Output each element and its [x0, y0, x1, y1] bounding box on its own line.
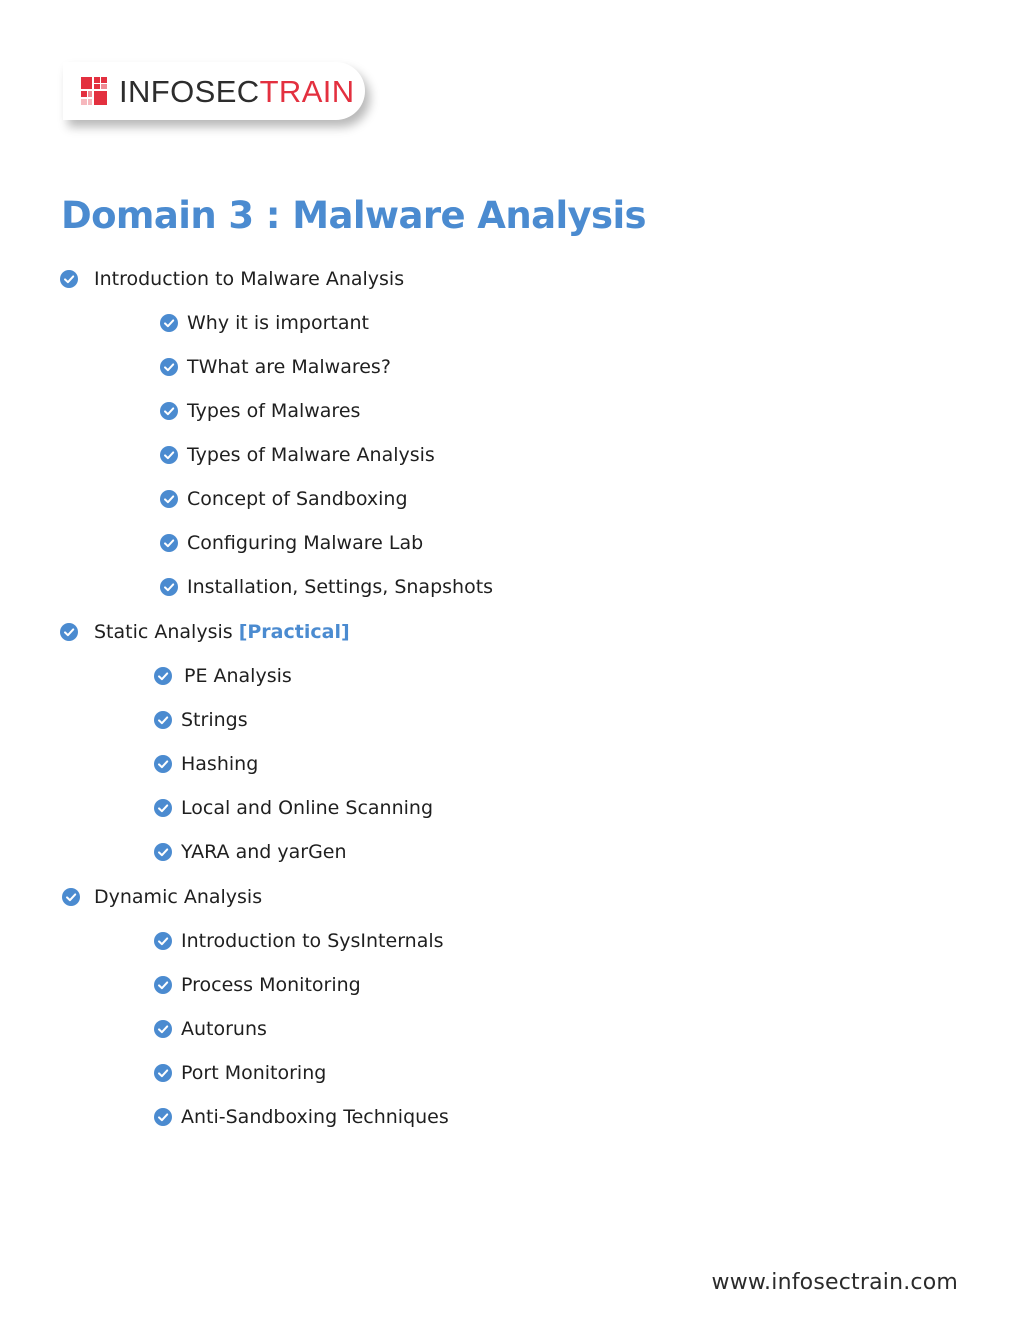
sub-item-label: Types of Malware Analysis [187, 444, 435, 466]
check-circle-icon [154, 711, 172, 729]
practical-tag: [Practical] [238, 621, 350, 643]
sub-item: Types of Malwares [160, 398, 360, 424]
sub-item: PE Analysis [154, 663, 292, 689]
sub-item-label: Types of Malwares [187, 400, 361, 422]
sub-item-label: Hashing [181, 753, 259, 775]
check-circle-icon [154, 667, 172, 685]
brand-name-part1: INFOSEC [119, 74, 260, 109]
check-circle-icon [60, 270, 78, 288]
sub-item: TWhat are Malwares? [160, 354, 391, 380]
brand-logo: INFOSECTRAIN [63, 62, 365, 120]
website-link[interactable]: www.infosectrain.com [711, 1270, 958, 1295]
section-item: Static Analysis [Practical] [60, 619, 350, 645]
check-circle-icon [154, 1108, 172, 1126]
sub-item-label: Autoruns [181, 1018, 267, 1040]
check-circle-icon [154, 1064, 172, 1082]
check-circle-icon [160, 578, 178, 596]
sub-item: Concept of Sandboxing [160, 486, 408, 512]
sub-item-label: TWhat are Malwares? [187, 356, 391, 378]
check-circle-icon [62, 888, 80, 906]
sub-item-label: Anti-Sandboxing Techniques [181, 1106, 449, 1128]
sub-item: Configuring Malware Lab [160, 530, 423, 556]
page-title: Domain 3 : Malware Analysis [61, 194, 647, 237]
sub-item: Installation, Settings, Snapshots [160, 574, 493, 600]
section-label: Introduction to Malware Analysis [94, 268, 405, 290]
sub-item-label: Concept of Sandboxing [187, 488, 408, 510]
sub-item: Autoruns [154, 1016, 267, 1042]
sub-item: Strings [154, 707, 248, 733]
check-circle-icon [160, 358, 178, 376]
sub-item-label: Configuring Malware Lab [187, 532, 424, 554]
check-circle-icon [154, 932, 172, 950]
section-label: Dynamic Analysis [94, 886, 263, 908]
sub-item: Types of Malware Analysis [160, 442, 435, 468]
sub-item-label: Introduction to SysInternals [181, 930, 444, 952]
sub-item: Why it is important [160, 310, 369, 336]
check-circle-icon [154, 1020, 172, 1038]
sub-item: Local and Online Scanning [154, 795, 433, 821]
sub-item-label: Local and Online Scanning [181, 797, 434, 819]
sub-item-label: YARA and yarGen [181, 841, 347, 863]
sub-item: Anti-Sandboxing Techniques [154, 1104, 449, 1130]
check-circle-icon [160, 446, 178, 464]
check-circle-icon [154, 843, 172, 861]
check-circle-icon [160, 534, 178, 552]
check-circle-icon [160, 490, 178, 508]
check-circle-icon [154, 799, 172, 817]
check-circle-icon [154, 755, 172, 773]
sub-item-label: Strings [181, 709, 248, 731]
brand-name-part2: TRAIN [259, 74, 355, 109]
sub-item: YARA and yarGen [154, 839, 347, 865]
sub-item-label: Why it is important [187, 312, 369, 334]
sub-item-label: PE Analysis [184, 665, 292, 687]
check-circle-icon [154, 976, 172, 994]
section-label-text: Static Analysis [94, 621, 239, 643]
sub-item-label: Port Monitoring [181, 1062, 327, 1084]
sub-item-label: Process Monitoring [181, 974, 361, 996]
section-item: Introduction to Malware Analysis [60, 266, 404, 292]
check-circle-icon [60, 623, 78, 641]
section-label: Static Analysis [Practical] [94, 619, 350, 645]
sub-item: Hashing [154, 751, 258, 777]
check-circle-icon [160, 402, 178, 420]
sub-item: Port Monitoring [154, 1060, 326, 1086]
sub-item: Introduction to SysInternals [154, 928, 444, 954]
check-circle-icon [160, 314, 178, 332]
section-item: Dynamic Analysis [62, 884, 262, 910]
brand-name: INFOSECTRAIN [119, 74, 355, 110]
grid-logo-icon [81, 77, 107, 105]
sub-item: Process Monitoring [154, 972, 361, 998]
sub-item-label: Installation, Settings, Snapshots [187, 576, 494, 598]
